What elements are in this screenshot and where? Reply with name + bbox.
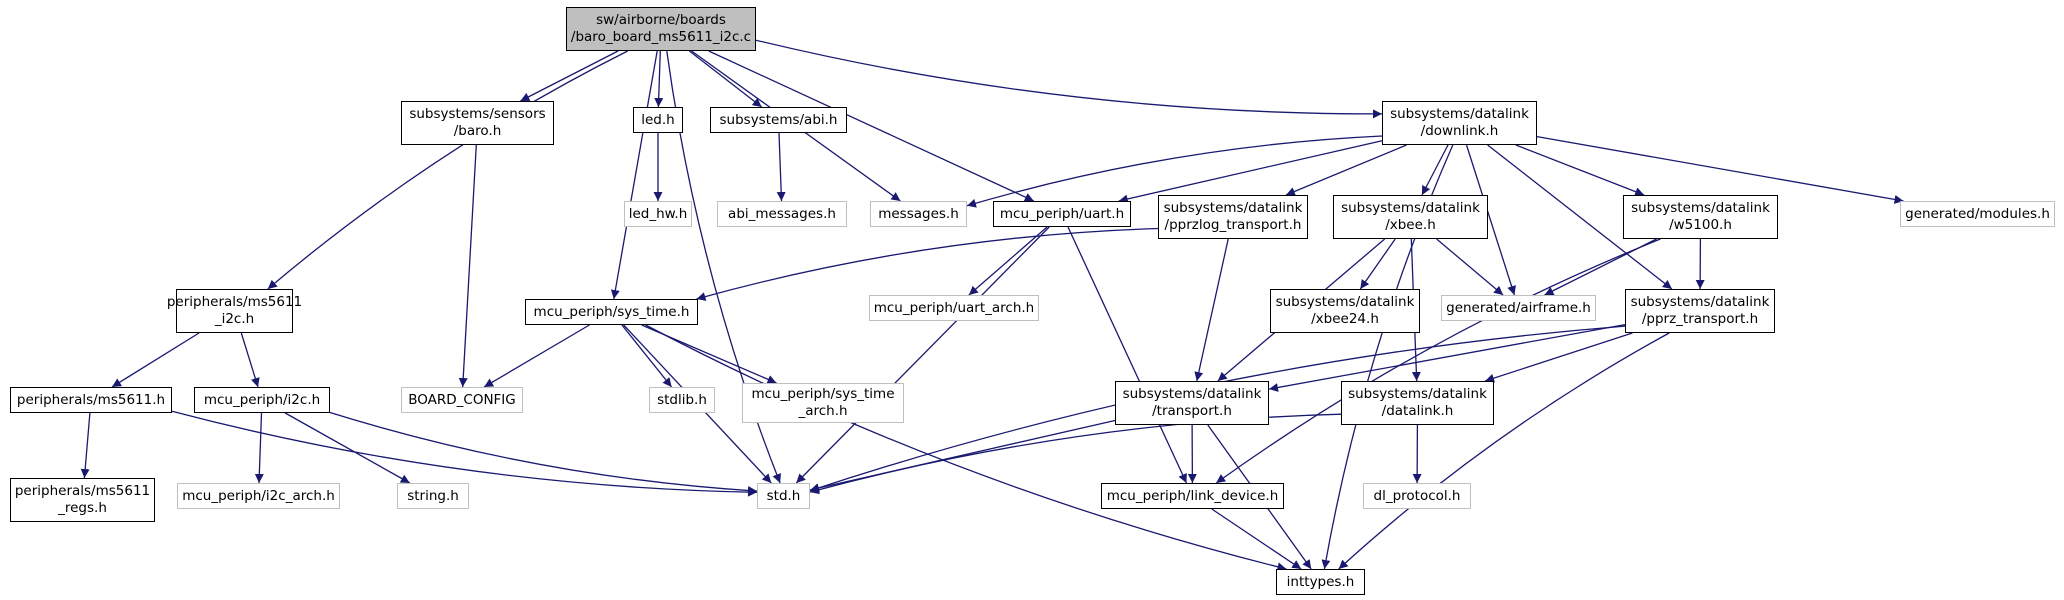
edge-ms5611-i2c-to-i2c xyxy=(240,332,260,388)
edge-i2c-to-i2c-arch xyxy=(254,412,264,484)
edge-pprzlog-to-sys-time xyxy=(696,227,1159,301)
node-stdlib: stdlib.h xyxy=(649,387,715,413)
edge-link-device-to-inttypes xyxy=(1211,508,1302,570)
edge-uart-to-uart-arch xyxy=(968,226,1048,296)
node-ms5611-i2c[interactable]: peripherals/ms5611 _i2c.h xyxy=(167,289,302,333)
edge-i2c-to-std xyxy=(329,411,758,496)
edge-root-to-led xyxy=(654,50,664,108)
edge-downlink-to-messages xyxy=(966,135,1383,208)
edge-datalink-to-std xyxy=(809,413,1342,495)
edge-root-to-baro xyxy=(520,50,619,102)
edge-pprz-transport-to-datalink xyxy=(1484,332,1633,383)
edge-w5100-to-link-device xyxy=(1215,238,1661,484)
edge-abi-to-abi-msgs xyxy=(776,132,786,202)
node-w5100[interactable]: subsystems/datalink /w5100.h xyxy=(1623,195,1778,239)
node-uart[interactable]: mcu_periph/uart.h xyxy=(993,201,1131,227)
edge-i2c-to-string xyxy=(284,412,411,484)
edge-xbee-to-xbee24 xyxy=(1359,238,1396,290)
edge-transport-to-std xyxy=(809,419,1116,493)
edge-ms5611-i2c-to-ms5611 xyxy=(111,332,200,388)
node-root: sw/airborne/boards /baro_board_ms5611_i2… xyxy=(566,7,756,51)
node-uart-arch: mcu_periph/uart_arch.h xyxy=(869,295,1039,321)
edge-downlink-to-pprzlog xyxy=(1285,144,1407,196)
node-ms5611[interactable]: peripherals/ms5611.h xyxy=(10,387,172,413)
edge-root-to-sys-time xyxy=(610,50,658,300)
edge-pprzlog-to-transport xyxy=(1194,238,1229,382)
node-abi-msgs: abi_messages.h xyxy=(717,201,847,227)
node-led-hw: led_hw.h xyxy=(624,201,692,227)
edge-uart-to-std xyxy=(795,226,1050,484)
edge-downlink-to-airframe xyxy=(1465,144,1516,296)
edge-downlink-to-modules xyxy=(1536,135,1904,204)
node-board-config: BOARD_CONFIG xyxy=(401,387,523,413)
edge-downlink-to-pprz-transport xyxy=(1487,144,1673,290)
edge-downlink-to-w5100 xyxy=(1515,144,1645,196)
node-pprz-transport[interactable]: subsystems/datalink /pprz_transport.h xyxy=(1625,289,1775,333)
node-datalink[interactable]: subsystems/datalink /datalink.h xyxy=(1341,381,1494,425)
node-i2c-arch: mcu_periph/i2c_arch.h xyxy=(177,483,340,509)
edge-sys-time-to-inttypes xyxy=(645,324,1287,572)
edge-uart-to-link-device xyxy=(1067,226,1188,484)
node-sys-time[interactable]: mcu_periph/sys_time.h xyxy=(525,299,698,325)
node-airframe: generated/airframe.h xyxy=(1441,295,1596,321)
node-ms5611-regs[interactable]: peripherals/ms5611 _regs.h xyxy=(10,478,155,522)
node-xbee24[interactable]: subsystems/datalink /xbee24.h xyxy=(1270,289,1420,333)
node-pprzlog[interactable]: subsystems/datalink /pprzlog_transport.h xyxy=(1158,195,1308,239)
node-downlink[interactable]: subsystems/datalink /downlink.h xyxy=(1382,101,1537,145)
edge-ms5611-to-ms5611-regs xyxy=(80,412,91,479)
edge-downlink-to-uart xyxy=(1118,140,1383,204)
node-std: std.h xyxy=(757,483,810,509)
node-i2c[interactable]: mcu_periph/i2c.h xyxy=(194,387,330,413)
node-modules: generated/modules.h xyxy=(1900,201,2055,227)
node-xbee[interactable]: subsystems/datalink /xbee.h xyxy=(1333,195,1488,239)
edge-downlink-to-xbee xyxy=(1421,144,1449,196)
edge-root-to-ms5611-i2c xyxy=(267,50,628,290)
node-sys-time-arch: mcu_periph/sys_time _arch.h xyxy=(742,383,904,423)
edge-xbee-to-airframe xyxy=(1436,238,1504,296)
node-transport[interactable]: subsystems/datalink /transport.h xyxy=(1115,381,1269,425)
node-abi[interactable]: subsystems/abi.h xyxy=(710,107,847,133)
edge-sys-time-to-stdlib xyxy=(621,324,673,388)
edge-ms5611-to-std xyxy=(171,410,758,497)
node-string: string.h xyxy=(397,483,469,509)
edge-pprz-transport-to-transport xyxy=(1268,323,1626,392)
edge-pprz-transport-to-inttypes xyxy=(1338,332,1670,570)
node-inttypes[interactable]: inttypes.h xyxy=(1276,569,1365,595)
edge-root-to-downlink xyxy=(755,39,1383,119)
node-led[interactable]: led.h xyxy=(633,107,683,133)
edge-root-to-uart xyxy=(708,50,1035,202)
node-link-device[interactable]: mcu_periph/link_device.h xyxy=(1101,483,1284,509)
edge-baro-to-board-config xyxy=(458,144,477,388)
node-messages: messages.h xyxy=(870,201,967,227)
edge-sys-time-to-board-config xyxy=(483,324,590,388)
node-baro[interactable]: subsystems/sensors /baro.h xyxy=(401,101,554,145)
edge-root-to-abi xyxy=(689,50,763,108)
node-dl-protocol: dl_protocol.h xyxy=(1363,483,1471,509)
